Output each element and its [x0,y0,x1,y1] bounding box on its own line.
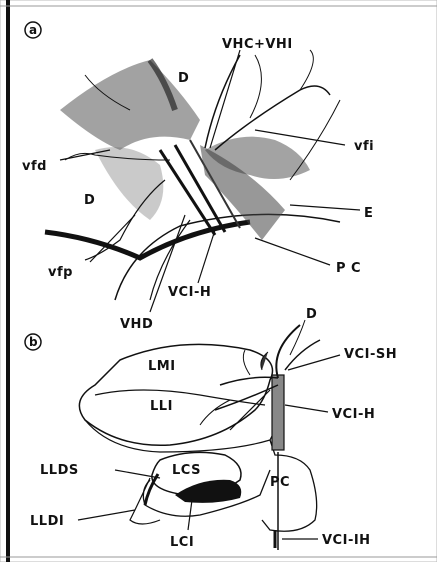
label-vhc-vhi: VHC+VHI [222,37,293,52]
panel-a-tag: a [29,23,38,37]
label-vci-sh: VCI-SH [344,347,397,362]
label-lci: LCI [170,535,194,550]
label-d-top: D [178,71,189,86]
label-vhd: VHD [120,317,153,332]
label-d-left: D [84,193,95,208]
label-llds: LLDS [40,463,79,478]
panel-b-tag: b [29,335,38,349]
label-vfp: vfp [48,265,73,280]
label-pc-a: P C [336,261,361,276]
label-lcs: LCS [172,463,201,478]
label-d-b: D [306,307,317,322]
label-lldi: LLDI [30,514,64,529]
label-vfd: vfd [22,159,47,174]
label-e: E [364,206,373,221]
label-vci-h-b: VCI-H [332,407,375,422]
label-vci-ih: VCI-IH [322,533,371,548]
label-pc-b: PC [270,475,290,490]
label-vci-h-a: VCI-H [168,285,211,300]
label-lli: LLI [150,399,173,414]
label-vfi: vfi [354,139,374,154]
label-lmi: LMI [148,359,176,374]
